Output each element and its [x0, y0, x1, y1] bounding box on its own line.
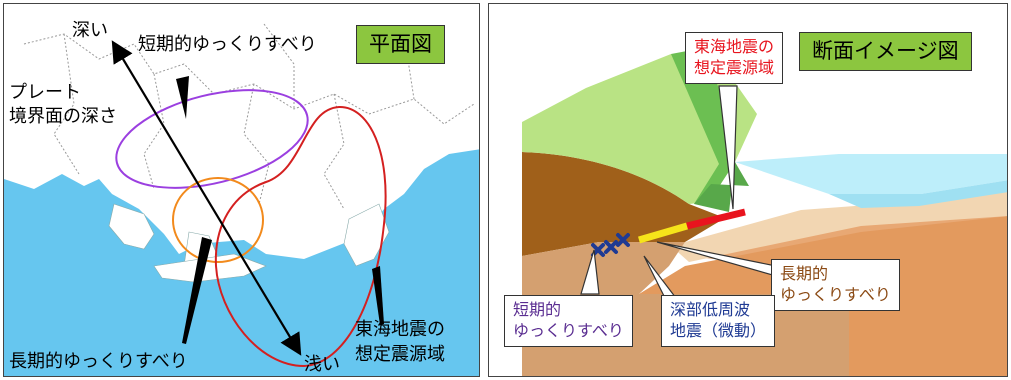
- sea-slab-top: [735, 154, 1007, 194]
- plan-view-map: [4, 23, 479, 376]
- label-tokai-2: 想定震源域: [355, 344, 445, 365]
- mantle-front: [639, 216, 1007, 376]
- callout-short-term-line2: ゆっくりすべり: [513, 320, 624, 340]
- depth-arrow: [111, 40, 302, 356]
- callout-tremor: 深部低周波 地震（微動）: [661, 295, 776, 347]
- land-izu: [343, 203, 390, 267]
- section-view-panel: 断面イメージ図 東海地震の 想定震源域 長期的 ゆっくりすべり 短期的 ゆっくり…: [488, 3, 1008, 377]
- tokai-zone-segment: [686, 208, 746, 230]
- pointer-short-term: [176, 76, 189, 119]
- accretionary-wedge: [671, 48, 735, 204]
- oceanic-plate-top: [671, 188, 1007, 262]
- tail-short-term: [580, 249, 600, 295]
- callout-tokai-line2: 想定震源域: [694, 57, 775, 77]
- section-view-title: 断面イメージ図: [799, 32, 972, 72]
- label-short-term-slip: 短期的ゆっくりすべり: [138, 34, 317, 55]
- callout-tremor-line1: 深部低周波: [670, 300, 751, 319]
- callout-long-term-line2: ゆっくりすべり: [780, 284, 891, 304]
- callout-short-term: 短期的 ゆっくりすべり: [504, 295, 633, 347]
- plan-view-panel: 平面図 深い 短期的ゆっくりすべり プレート 境界面の深さ 東海地震の 想定震源…: [3, 3, 480, 377]
- callout-long-term: 長期的 ゆっくりすべり: [771, 259, 900, 311]
- pointer-long-term: [182, 237, 212, 344]
- callout-tremor-line2: 地震（微動）: [670, 320, 767, 340]
- wedge-slope: [694, 162, 749, 212]
- label-plate-depth-2: 境界面の深さ: [9, 106, 117, 127]
- long-term-slip-segment: [638, 222, 688, 244]
- label-tokai-1: 東海地震の: [355, 319, 445, 340]
- plan-view-title: 平面図: [356, 25, 445, 65]
- callout-long-term-line1: 長期的: [780, 264, 829, 283]
- tail-tokai: [718, 85, 738, 210]
- label-deep: 深い: [72, 20, 108, 41]
- callout-tokai: 東海地震の 想定震源域: [685, 32, 784, 84]
- label-plate-depth-1: プレート: [9, 82, 81, 103]
- label-shallow: 浅い: [304, 354, 340, 375]
- pointer-tokai: [372, 266, 384, 325]
- sea-slab-front: [829, 180, 1007, 208]
- label-long-term-slip: 長期的ゆっくりすべり: [9, 351, 188, 372]
- callout-tokai-line1: 東海地震の: [694, 37, 775, 56]
- callout-short-term-line1: 短期的: [513, 300, 562, 319]
